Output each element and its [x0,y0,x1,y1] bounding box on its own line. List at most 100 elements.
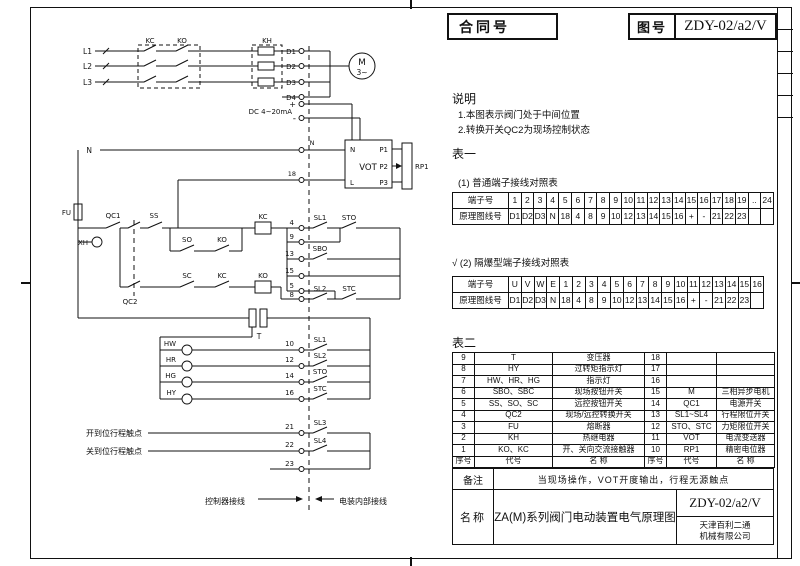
title-block: 名称 ZA(M)系列阀门电动装置电气原理图 ZDY-02/a2/V 天津百利二通… [452,489,774,545]
schem-label-lamp-sl1: SL1 [314,336,327,344]
cell: + [684,208,699,225]
cell: 9 [597,292,611,309]
schem-label-fu: FU [62,209,71,217]
schem-label-kc-coil: KC [258,213,267,221]
component-header-row: 序号代号名 称序号代号名 称 [452,455,775,468]
schem-label-p1: P1 [379,146,388,154]
fuse-symbol [73,203,83,221]
schem-label-n-left: N [86,146,92,155]
cell: 9 [596,208,610,225]
kc-coil-box [254,221,272,235]
cell: 名 称 [552,455,645,468]
cell: 14 [671,192,686,209]
cell: 16 [673,292,688,309]
schem-label-t13: 13 [285,250,294,258]
cell: KO、KC [474,444,553,457]
cell: 14 [648,292,662,309]
schem-label-t8: 8 [290,291,294,299]
cell: 10 [673,276,688,293]
cell: V [520,276,535,293]
cell: + [686,292,701,309]
schem-label-open-contact: 开到位行程触点 [86,428,142,438]
cell: 6 [571,192,585,209]
rp1-resistor [401,142,413,190]
schem-label-ko-coil: KO [258,272,268,280]
cell: N [545,208,560,225]
schem-label-t9: 9 [290,233,294,241]
kh-thermal-element [257,61,275,71]
cell: 12 [622,292,637,309]
cell: 6 [452,386,475,399]
row-header: 原理图线号 [452,292,509,309]
schem-label-qc1: QC1 [106,212,121,220]
cell: D2 [520,292,535,309]
cell [666,363,717,376]
cell: 3 [452,421,475,434]
cell: 电源开关 [716,398,775,411]
wiring-arrow-right [296,496,303,502]
cell: 12 [646,192,661,209]
schem-label-t15: 15 [285,267,294,275]
schem-label-d1: D1 [286,48,296,56]
filing-strip [777,7,793,559]
cell: 7 [452,375,475,388]
cell: 18 [559,292,573,309]
transformer-winding [259,308,268,328]
title-block-right: ZDY-02/a2/V 天津百利二通 机械有限公司 [677,490,773,544]
schem-label-vot: VOT [359,163,377,173]
cell: 名 称 [716,455,775,468]
cell: 8 [452,363,475,376]
cell: STO、STC [666,421,717,434]
schem-label-l3: L3 [83,78,92,87]
cell: SBO、SBC [474,386,553,399]
cell: 21 [712,292,726,309]
cell: 4 [597,276,611,293]
cell: - [697,208,711,225]
cell: 代号 [474,455,553,468]
cell: 17 [709,192,724,209]
cell: 8 [596,192,610,209]
cell: 远控按钮开关 [552,398,645,411]
schem-label-sl4: SL4 [314,437,327,445]
cell: FU [474,421,553,434]
schem-label-stc: STC [342,285,355,293]
schem-label-sbo: SBO [313,245,328,253]
schem-label-p2: P2 [379,163,388,171]
remarks-label: 备注 [453,469,494,489]
schem-label-l2: L2 [83,62,92,71]
schem-label-ss: SS [150,212,159,220]
cell: 13 [634,208,648,225]
cell: 11 [634,192,648,209]
cell: 13 [659,192,673,209]
cell [760,208,774,225]
cell: VOT [666,432,717,445]
schem-label-t22: 22 [285,441,294,449]
schem-label-dc-range: DC 4~20mA [249,108,293,116]
cell: 7 [583,192,598,209]
schem-label-sto: STO [342,214,357,222]
cell: 10 [610,292,624,309]
schem-label-n-term: N [310,139,315,147]
cell: 5 [610,276,624,293]
cell [666,375,717,388]
schem-label-hg: HG [165,372,176,380]
lamp-hg [181,376,193,388]
cell: 24 [760,192,774,209]
cell: D1 [508,208,522,225]
cell: 4 [571,292,586,309]
cell: 8 [583,208,598,225]
cell [666,352,717,365]
schem-label-sl2: SL2 [314,285,327,293]
schem-label-qc2: QC2 [123,298,138,306]
cell: 15 [644,386,667,399]
note-line: 2.转换开关QC2为现场控制状态 [458,125,590,136]
cell: 熔断器 [552,421,645,434]
cell: 行程限位开关 [716,409,775,422]
schem-label-wire18: 18 [288,170,296,178]
cell: 14 [644,398,667,411]
schem-label-t16: 16 [285,389,294,397]
